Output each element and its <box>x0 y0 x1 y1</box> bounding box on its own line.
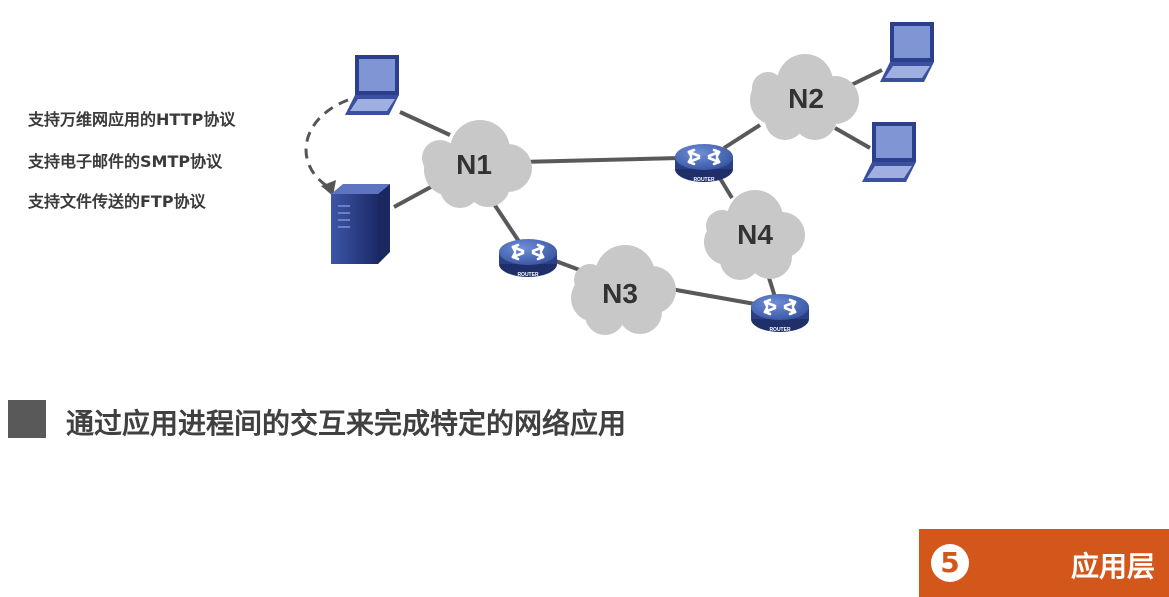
link-n1-r1 <box>519 156 681 164</box>
cloud-n1 <box>422 120 532 208</box>
layer-badge: 5 应用层 <box>919 529 1169 597</box>
network-links <box>393 68 883 306</box>
router-3: ROUTER <box>749 292 811 334</box>
router-label: ROUTER <box>769 327 791 333</box>
router-1: ROUTER <box>673 142 735 184</box>
cloud-n4 <box>704 190 805 280</box>
link-n3-r3 <box>664 286 756 306</box>
bullet-square <box>8 400 46 438</box>
router-label: ROUTER <box>517 272 539 278</box>
network-label-n2: N2 <box>788 83 824 114</box>
protocol-ftp: 支持文件传送的FTP协议 <box>28 192 206 211</box>
cloud-n2 <box>750 54 859 140</box>
summary-text: 通过应用进程间的交互来完成特定的网络应用 <box>66 407 627 440</box>
layer-title: 应用层 <box>1070 550 1155 583</box>
network-label-n4: N4 <box>737 219 773 250</box>
link-laptop1-n1 <box>399 110 451 137</box>
dashed-arrow <box>304 98 349 196</box>
server-icon <box>331 184 390 264</box>
network-label-n3: N3 <box>602 278 638 309</box>
protocol-http: 支持万维网应用的HTTP协议 <box>28 110 236 129</box>
layer-number: 5 <box>931 544 969 582</box>
link-n2-laptop3 <box>834 126 871 150</box>
cloud-n3 <box>571 245 676 335</box>
router-2: ROUTER <box>497 237 559 279</box>
laptop-icon <box>862 122 916 182</box>
network-label-n1: N1 <box>456 149 492 180</box>
protocol-smtp: 支持电子邮件的SMTP协议 <box>28 152 223 171</box>
laptop-icon <box>345 55 399 115</box>
router-label: ROUTER <box>693 177 715 183</box>
link-r1-n2 <box>722 123 762 150</box>
laptop-icon <box>880 22 934 82</box>
